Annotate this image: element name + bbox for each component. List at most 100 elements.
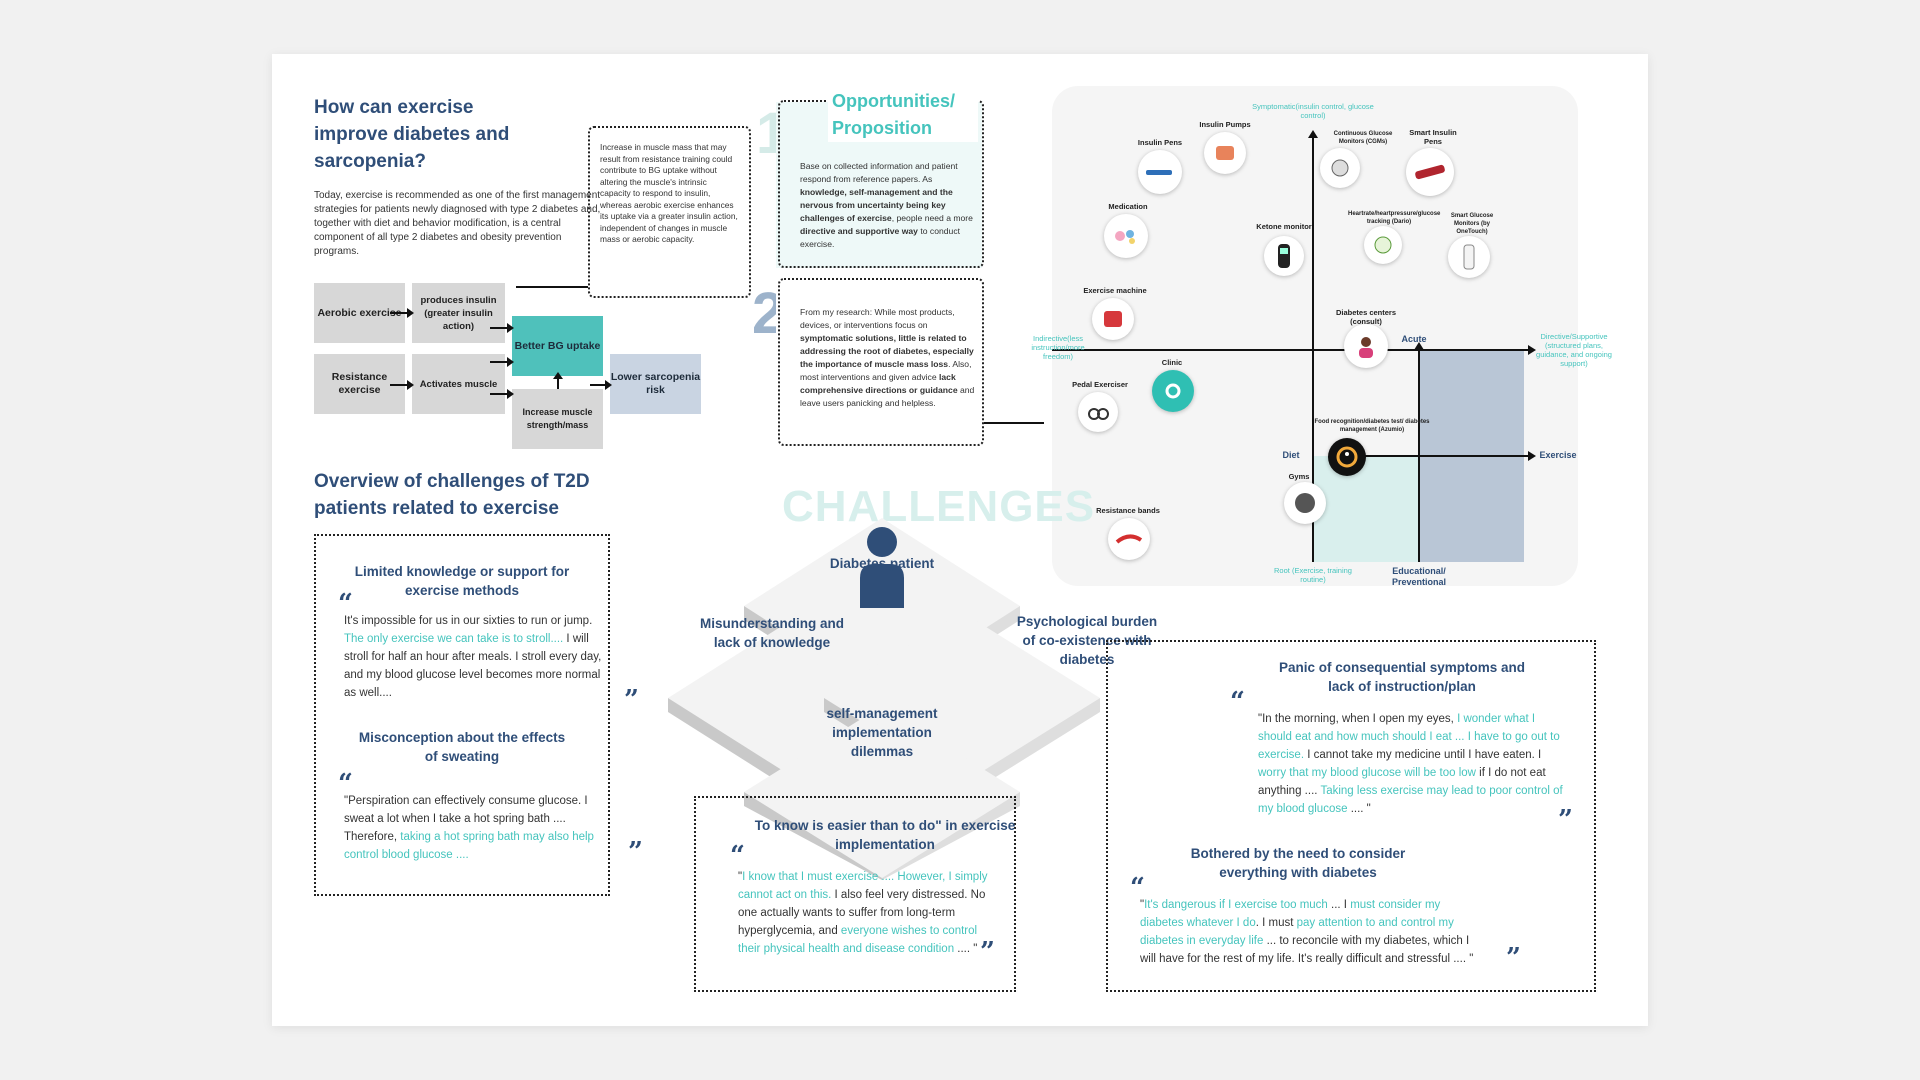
quotes-left-box bbox=[314, 534, 610, 896]
insulin-pump-icon bbox=[1204, 132, 1246, 174]
quote-3-text: "I know that I must exercise .... Howeve… bbox=[738, 871, 988, 955]
poster-sheet: How can exercise improve diabetes and sa… bbox=[272, 54, 1648, 1026]
label-smart-pens: Smart Insulin Pens bbox=[1409, 128, 1457, 146]
quotes-middle-box bbox=[694, 796, 1016, 992]
label-diabetes-centers: Diabetes centers (consult) bbox=[1335, 308, 1397, 326]
exercise-axis-head bbox=[1528, 451, 1536, 461]
open-quote-icon: “ bbox=[338, 589, 353, 619]
arrow-insulin-1 bbox=[490, 323, 514, 333]
arrow-up-line bbox=[557, 376, 559, 389]
label-ketone: Ketone monitor bbox=[1256, 222, 1312, 231]
opportunity-2-text: From my research: While most products, d… bbox=[800, 307, 975, 408]
muscle-note-box: Increase in muscle mass that may result … bbox=[588, 126, 751, 298]
quote-5-text: "It's dangerous if I exercise too much .… bbox=[1140, 899, 1474, 965]
close-quote-icon: ” bbox=[1506, 943, 1521, 973]
smart-pen-icon bbox=[1406, 148, 1454, 196]
aerobic-exercise-box: Aerobic exercise bbox=[314, 283, 405, 343]
axis-directive: Directive/Supportive (structured plans, … bbox=[1536, 332, 1612, 368]
exercise-intro: Today, exercise is recommended as one of… bbox=[314, 190, 601, 257]
quote-4-text: "In the morning, when I open my eyes, I … bbox=[1258, 713, 1563, 815]
label-resistance-bands: Resistance bands bbox=[1096, 506, 1160, 515]
arrow-up-head bbox=[553, 372, 563, 379]
azumio-app-icon bbox=[1328, 438, 1366, 476]
clinic-stethoscope-icon bbox=[1152, 370, 1194, 412]
close-quote-icon: ” bbox=[1558, 805, 1573, 835]
note-connector bbox=[516, 286, 588, 288]
opportunity-map-connector bbox=[984, 422, 1044, 424]
exercise-title: How can exercise improve diabetes and sa… bbox=[314, 97, 510, 172]
lower-sarcopenia-box: Lower sarcopenia risk bbox=[610, 354, 701, 414]
challenges-watermark: CHALLENGES bbox=[782, 482, 1096, 531]
glucose-tracker-icon bbox=[1364, 226, 1402, 264]
diamond-diabetes-patient: Diabetes patient bbox=[829, 556, 935, 571]
arrow-lower bbox=[590, 380, 612, 390]
muscle-note-text: Increase in muscle mass that may result … bbox=[600, 142, 738, 244]
quote-3-title: To know is easier than to do" in exercis… bbox=[754, 818, 1016, 852]
diamond-misunderstanding: Misunderstanding and lack of knowledge bbox=[699, 616, 844, 650]
educational-axis-head bbox=[1414, 342, 1424, 350]
insulin-pen-icon bbox=[1138, 150, 1182, 194]
label-cgm: Continuous Glucose Monitors (CGMs) bbox=[1333, 131, 1393, 145]
axis-acute: Acute bbox=[1401, 334, 1427, 344]
axis-educational: Educational/ Preventional bbox=[1391, 566, 1447, 587]
exercise-axis bbox=[1344, 455, 1528, 457]
diamond-psychological: Psychological burden of co-existence wit… bbox=[1016, 614, 1158, 667]
axis-indirective: Indirective(less instruction/more freedo… bbox=[1031, 334, 1085, 361]
axis-diet: Diet bbox=[1282, 450, 1300, 460]
educational-axis bbox=[1418, 346, 1420, 562]
quote-1-title: Limited knowledge or support for exercis… bbox=[354, 564, 570, 598]
challenges-title: Overview of challenges of T2D patients r… bbox=[314, 471, 590, 519]
arrow-aerobic bbox=[390, 308, 414, 318]
opportunity-2-bg bbox=[776, 278, 982, 444]
horizontal-axis-head bbox=[1528, 345, 1536, 355]
medication-icon bbox=[1104, 214, 1148, 258]
horizontal-axis bbox=[1052, 349, 1528, 351]
open-quote-icon: “ bbox=[338, 769, 353, 799]
close-quote-icon: ” bbox=[628, 837, 643, 867]
arrow-insulin-2 bbox=[490, 357, 514, 367]
quote-2-text: "Perspiration can effectively consume gl… bbox=[344, 795, 594, 861]
resistance-exercise-box: Resistance exercise bbox=[314, 354, 405, 414]
quadrant-root-diet bbox=[1312, 456, 1418, 562]
open-quote-icon: “ bbox=[1230, 687, 1245, 717]
opportunity-2-box bbox=[778, 278, 984, 446]
exercise-machine-icon bbox=[1092, 298, 1134, 340]
label-pedal: Pedal Exerciser bbox=[1072, 380, 1128, 389]
axis-root: Root (Exercise, training routine) bbox=[1274, 566, 1352, 584]
positioning-map: Symptomatic(insulin control, glucose con… bbox=[1031, 86, 1612, 587]
quote-2-title: Misconception about the effects of sweat… bbox=[358, 730, 566, 764]
label-insulin-pens: Insulin Pens bbox=[1137, 138, 1183, 147]
opportunities-title: Opportunities/ Proposition bbox=[828, 88, 978, 142]
diamond-self-management: self-management implementation dilemmas bbox=[826, 706, 938, 759]
quote-4-title: Panic of consequential symptoms and lack… bbox=[1278, 660, 1526, 694]
quote-1-text: It's impossible for us in our sixties to… bbox=[344, 615, 602, 699]
arrow-activates bbox=[490, 389, 514, 399]
axis-symptomatic: Symptomatic(insulin control, glucose con… bbox=[1252, 102, 1374, 120]
opportunity-1-text: Base on collected information and patien… bbox=[800, 161, 973, 249]
cgm-icon bbox=[1320, 148, 1360, 188]
label-heartrate: Heartrate/heartpressure/glucose tracking… bbox=[1348, 211, 1441, 225]
label-gyms: Gyms bbox=[1288, 472, 1310, 481]
label-insulin-pumps: Insulin Pumps bbox=[1199, 120, 1251, 129]
close-quote-icon: ” bbox=[980, 937, 995, 967]
open-quote-icon: “ bbox=[1130, 873, 1145, 903]
label-exercise-machine: Exercise machine bbox=[1083, 286, 1147, 295]
better-bg-uptake-box: Better BG uptake bbox=[512, 316, 603, 376]
vertical-axis-head bbox=[1308, 130, 1318, 138]
arrow-resistance bbox=[390, 380, 414, 390]
gym-icon bbox=[1284, 482, 1326, 524]
ketone-monitor-icon bbox=[1264, 236, 1304, 276]
label-clinic: Clinic bbox=[1161, 358, 1183, 367]
produces-insulin-box: produces insulin (greater insulin action… bbox=[412, 283, 505, 343]
open-quote-icon: “ bbox=[730, 841, 745, 871]
challenge-diamonds bbox=[668, 518, 1100, 880]
pedal-exerciser-icon bbox=[1078, 392, 1118, 432]
close-quote-icon: ” bbox=[624, 685, 639, 715]
label-food: Food recognition/diabetes test/ diabetes… bbox=[1314, 419, 1430, 433]
smart-glucose-icon bbox=[1448, 236, 1490, 278]
label-smart-glucose: Smart Glucose Monitors (by OneTouch) bbox=[1450, 213, 1494, 235]
axis-exercise: Exercise bbox=[1539, 450, 1577, 460]
quote-5-title: Bothered by the need to consider everyth… bbox=[1190, 846, 1406, 880]
diabetes-center-icon bbox=[1344, 324, 1388, 368]
label-medication: Medication bbox=[1108, 202, 1148, 211]
